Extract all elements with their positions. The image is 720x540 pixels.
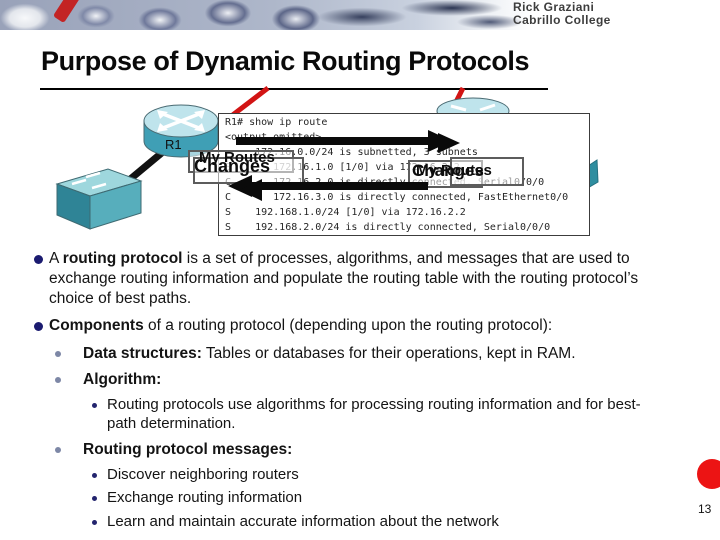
cli-line: S 192.168.1.0/24 [1/0] via 172.16.2.2: [225, 207, 466, 218]
bullet-text: Routing protocol messages:: [83, 440, 679, 460]
bullet-text: Discover neighboring routers: [107, 465, 299, 483]
slide-body: A routing protocol is a set of processes…: [34, 249, 686, 535]
changes-label: Changes: [412, 161, 484, 180]
bullet-item: Algorithm:: [55, 370, 686, 390]
flow-label-stack-right: My Routes Changes: [406, 155, 532, 191]
bullet-item: Exchange routing information: [92, 488, 686, 508]
bullet-text-bold: Routing protocol messages:: [83, 440, 293, 458]
bullet-text-part: A: [49, 250, 63, 267]
bullet-text-part: is a set of processes, algorithms, and m…: [49, 250, 639, 308]
bullet-text: Components of a routing protocol (depend…: [49, 316, 661, 336]
bullet-text-part: Tables or databases for their operations…: [201, 344, 576, 362]
changes-label: Changes: [194, 156, 271, 176]
cli-line: S 192.168.2.0/24 is directly connected, …: [225, 222, 551, 233]
router1-label: R1: [165, 137, 182, 152]
bullet-icon: [55, 376, 61, 383]
cli-line: C 172.16.3.0 is directly connected, Fast…: [225, 192, 569, 203]
bullet-text: Data structures: Tables or databases for…: [83, 344, 679, 364]
page-title: Purpose of Dynamic Routing Protocols: [41, 46, 530, 76]
author-name: Rick Graziani: [513, 0, 595, 14]
bullet-text: Algorithm:: [83, 370, 679, 390]
cli-line: 172.16.0.0/24 is subnetted, 3 subnets: [225, 147, 478, 158]
label-box: [450, 157, 524, 186]
bullet-icon: [92, 402, 97, 408]
bullet-icon: [34, 255, 43, 264]
bullet-item: Learn and maintain accurate information …: [92, 512, 686, 532]
cli-line: R1# show ip route: [225, 117, 328, 128]
bullet-text-bold: routing protocol: [62, 250, 183, 267]
bullet-text-bold: Algorithm:: [83, 370, 162, 388]
banner-photo: [0, 0, 720, 30]
author-school: Cabrillo College: [513, 13, 611, 27]
author-credit: Rick Graziani Cabrillo College: [513, 1, 611, 27]
router-icon: [143, 104, 219, 158]
bullet-icon: [92, 519, 97, 525]
page-number: 13: [698, 502, 712, 516]
bullet-text: A routing protocol is a set of processes…: [49, 249, 661, 309]
bullet-text: Learn and maintain accurate information …: [107, 512, 499, 530]
banner-red-streak: [52, 0, 81, 24]
bullet-text-bold: Data structures:: [83, 344, 202, 362]
bullet-icon: [55, 446, 61, 453]
bullet-icon: [92, 496, 97, 502]
my-routes-label: My Routes: [199, 149, 275, 166]
bullet-item: Routing protocol messages:: [55, 440, 686, 460]
red-accent-circle: [697, 459, 720, 489]
switch-icon: [55, 168, 143, 230]
title-underline: [40, 88, 548, 90]
route-update-arrow-right: [236, 130, 460, 153]
route-update-arrow-left: [228, 175, 428, 201]
bullet-icon: [92, 472, 97, 478]
route-update-arrows: [228, 130, 460, 201]
bullet-text-part: of a routing protocol (depending upon th…: [143, 317, 553, 335]
bullet-text: Exchange routing information: [107, 489, 303, 507]
bullet-item: Discover neighboring routers: [92, 465, 686, 485]
bullet-item: Components of a routing protocol (depend…: [34, 316, 686, 336]
bullet-text: Routing protocols use algorithms for pro…: [107, 395, 641, 433]
bullet-icon: [34, 322, 43, 332]
bullet-text-bold: Components: [49, 317, 144, 335]
my-routes-label: My Routes: [416, 162, 492, 179]
bullet-item: Routing protocols use algorithms for pro…: [92, 395, 686, 434]
bullet-icon: [55, 350, 61, 357]
bullet-item: Data structures: Tables or databases for…: [55, 344, 686, 364]
bullet-item: A routing protocol is a set of processes…: [34, 249, 686, 309]
